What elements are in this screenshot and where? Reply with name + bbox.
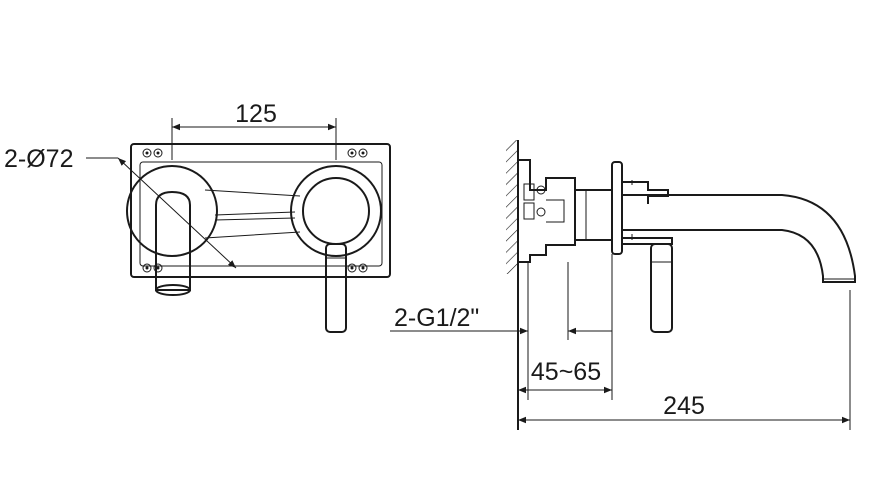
dim-hole-diameter: 2-Ø72 xyxy=(4,145,73,173)
dim-inlet-thread: 2-G1/2" xyxy=(394,304,479,332)
side-view: 2-G1/2" 45~65 245 xyxy=(390,140,856,430)
dim-spout-reach: 245 xyxy=(663,392,705,420)
connector-body xyxy=(204,189,301,239)
mounting-plate xyxy=(130,143,391,278)
flange xyxy=(611,161,623,255)
right-rosette-inner xyxy=(302,177,370,245)
front-view: 125 2-Ø72 xyxy=(4,100,391,333)
spout-front xyxy=(155,190,191,291)
right-rosette xyxy=(290,165,382,257)
screw-marks xyxy=(142,148,368,273)
handle-collar xyxy=(622,181,673,245)
wall-box xyxy=(518,159,576,263)
spout-side xyxy=(622,194,856,283)
lever-handle-side xyxy=(650,243,673,333)
valve-body xyxy=(575,189,613,241)
lever-handle-front xyxy=(325,243,347,333)
wall-hatch xyxy=(506,140,518,274)
dim-wall-depth: 45~65 xyxy=(531,358,601,386)
dim-center-spacing: 125 xyxy=(235,100,277,128)
